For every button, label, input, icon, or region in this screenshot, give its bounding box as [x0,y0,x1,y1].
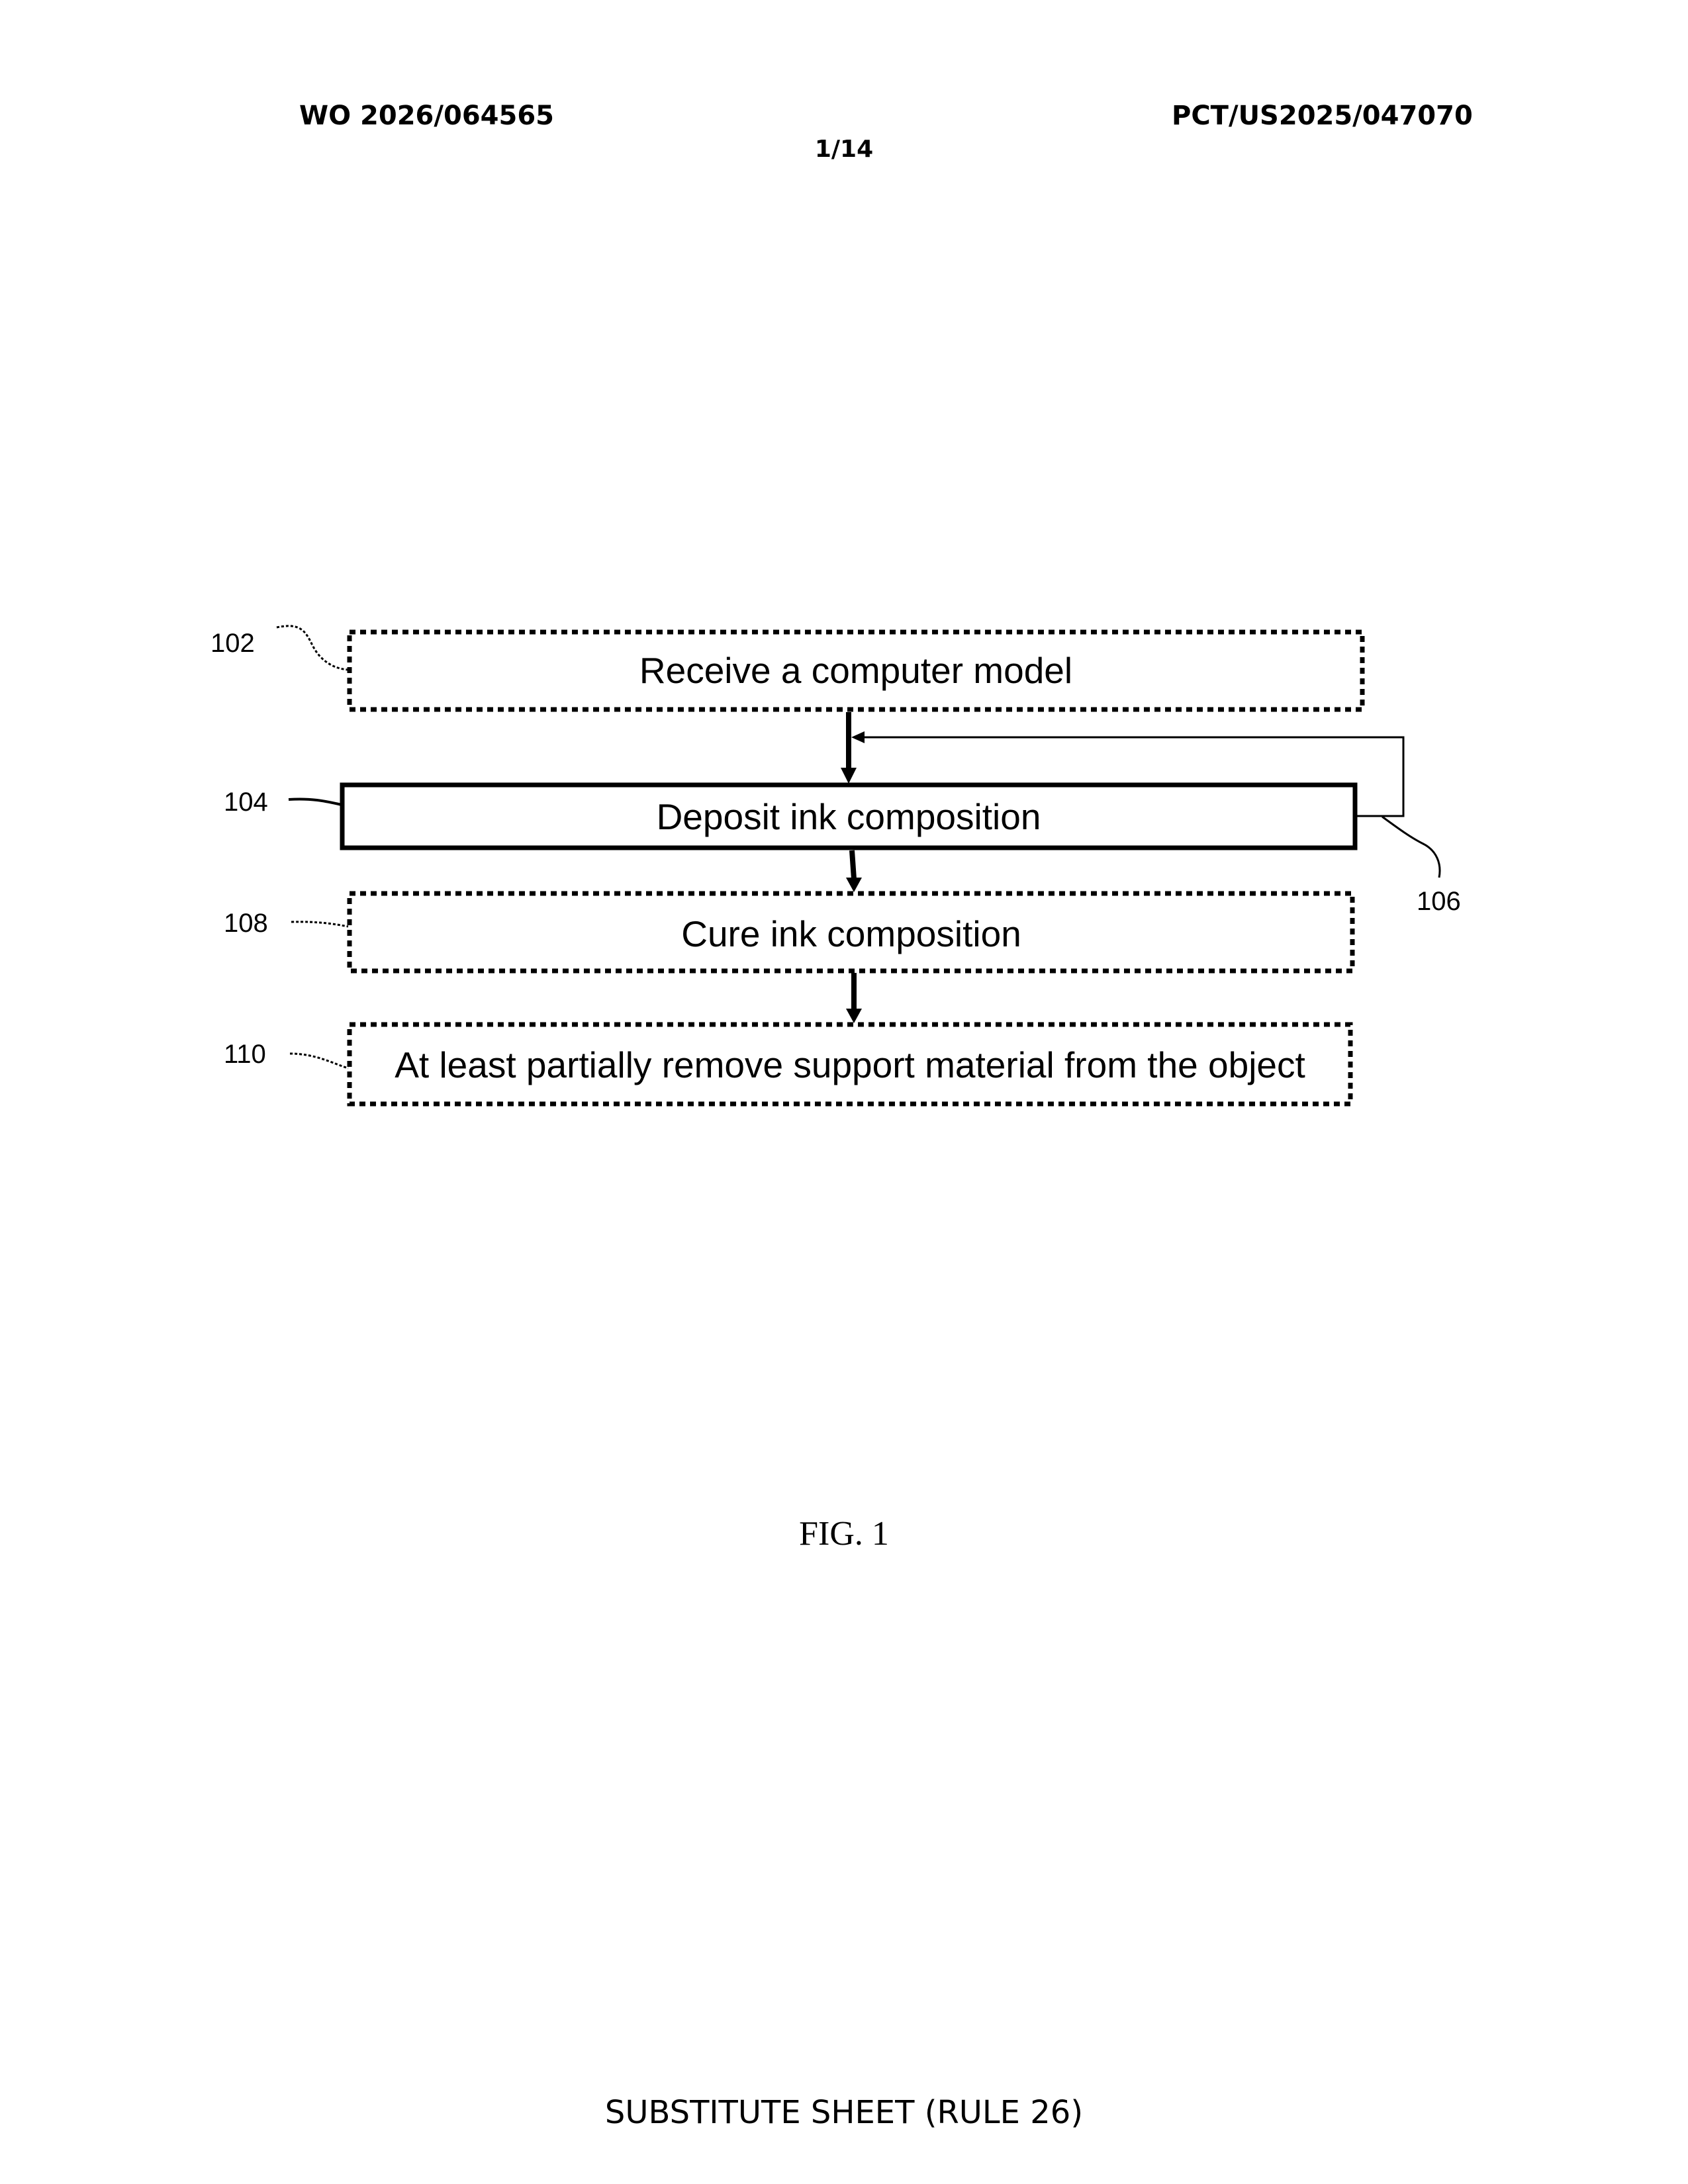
ref-label-110: 110 [224,1040,266,1069]
step-label-110: At least partially remove support materi… [395,1044,1305,1085]
step-label-104: Deposit ink composition [657,796,1041,837]
leader-line-104 [289,799,342,805]
leader-line-110 [290,1054,348,1068]
flow-arrow-104-108 [846,850,862,892]
page-footer: SUBSTITUTE SHEET (RULE 26) [0,2097,1688,2128]
step-label-102: Receive a computer model [639,650,1072,691]
ref-label-102: 102 [211,629,255,658]
leader-line-108 [291,922,348,927]
leader-line-102 [277,626,348,670]
leader-line-106 [1382,817,1440,878]
step-label-108: Cure ink composition [681,913,1021,954]
figure-caption: FIG. 1 [0,1517,1688,1551]
ref-label-104: 104 [224,788,268,817]
ref-label-108: 108 [224,909,268,938]
flow-arrow-108-110 [846,973,862,1023]
flow-arrow-102-104 [841,712,857,784]
ref-label-106: 106 [1417,887,1461,916]
